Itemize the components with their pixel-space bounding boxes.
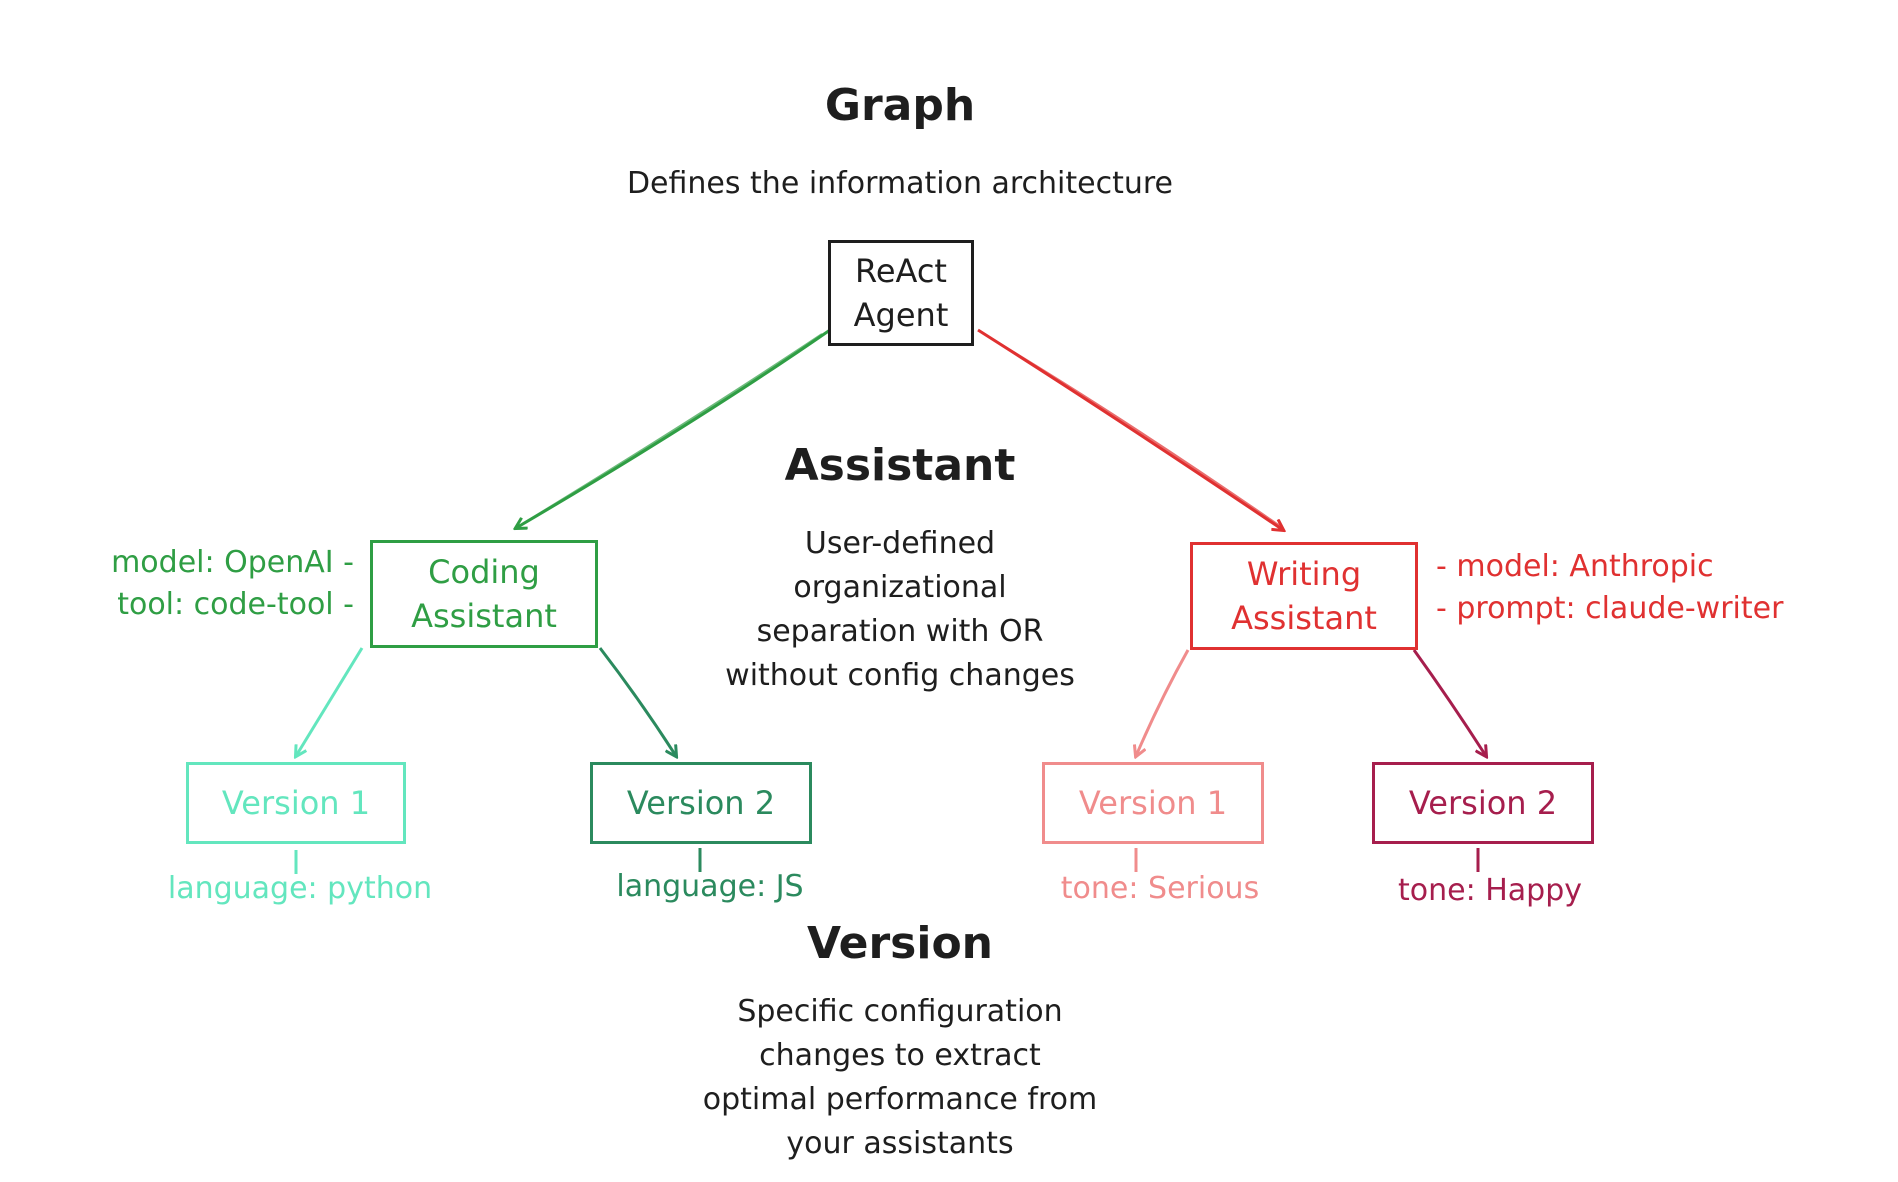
arrow-root-to-writing bbox=[977, 328, 1283, 530]
coding-version-1-node: Version 1 bbox=[186, 762, 406, 844]
version-description-line: your assistants bbox=[786, 1126, 1014, 1161]
assistant-description-line: organizational bbox=[793, 570, 1007, 605]
writing-version-2-note: tone: Happy bbox=[1397, 873, 1582, 908]
react-agent-node: ReAct Agent bbox=[828, 240, 974, 346]
graph-heading: Graph bbox=[824, 80, 976, 131]
writing-version-1-node: Version 1 bbox=[1042, 762, 1264, 844]
coding-version-2-note: language: JS bbox=[616, 869, 804, 904]
version-description-line: Specific configuration bbox=[737, 994, 1063, 1029]
writing-assistant-node: Writing Assistant bbox=[1190, 542, 1418, 650]
writing-assistant-config: - model: Anthropic - prompt: claude-writ… bbox=[1436, 546, 1783, 630]
assistant-description-line: User-defined bbox=[804, 526, 996, 561]
writing-version-1-note: tone: Serious bbox=[1060, 871, 1260, 906]
writing-version-1-label: Version 1 bbox=[1078, 784, 1228, 822]
arrow-coding-to-v1 bbox=[296, 647, 364, 756]
coding-assistant-node: Coding Assistant bbox=[370, 540, 598, 648]
arrow-writing-to-v2 bbox=[1412, 649, 1486, 756]
assistant-description: User-defined organizational separation w… bbox=[650, 522, 1150, 698]
coding-assistant-line2: Assistant bbox=[411, 597, 557, 635]
coding-version-2-label: Version 2 bbox=[626, 784, 776, 822]
version-description: Specific configuration changes to extrac… bbox=[600, 990, 1200, 1166]
assistant-heading: Assistant bbox=[784, 440, 1016, 491]
react-agent-line1: ReAct bbox=[855, 252, 947, 290]
coding-config-model: model: OpenAI - bbox=[111, 545, 354, 580]
arrow-coding-to-v2 bbox=[598, 647, 676, 756]
coding-config-tool: tool: code-tool - bbox=[117, 587, 354, 622]
writing-assistant-line1: Writing bbox=[1246, 555, 1362, 593]
writing-config-prompt: - prompt: claude-writer bbox=[1436, 591, 1784, 626]
coding-version-1-label: Version 1 bbox=[221, 784, 371, 822]
version-heading: Version bbox=[806, 918, 993, 969]
writing-config-model: - model: Anthropic bbox=[1436, 549, 1714, 584]
version-description-line: optimal performance from bbox=[702, 1082, 1098, 1117]
arrow-root-to-coding bbox=[516, 328, 831, 528]
coding-version-1-note: language: python bbox=[167, 871, 433, 906]
react-agent-line2: Agent bbox=[853, 296, 949, 334]
coding-version-2-node: Version 2 bbox=[590, 762, 812, 844]
writing-version-2-label: Version 2 bbox=[1408, 784, 1558, 822]
version-description-line: changes to extract bbox=[759, 1038, 1041, 1073]
writing-version-2-node: Version 2 bbox=[1372, 762, 1594, 844]
assistant-description-line: separation with OR bbox=[756, 614, 1044, 649]
graph-description: Defines the information architecture bbox=[626, 166, 1174, 201]
assistant-description-line: without config changes bbox=[725, 658, 1075, 693]
writing-assistant-line2: Assistant bbox=[1231, 599, 1377, 637]
arrow-writing-to-v1 bbox=[1136, 649, 1190, 756]
coding-assistant-config: model: OpenAI - tool: code-tool - bbox=[60, 542, 354, 626]
coding-assistant-line1: Coding bbox=[428, 553, 540, 591]
